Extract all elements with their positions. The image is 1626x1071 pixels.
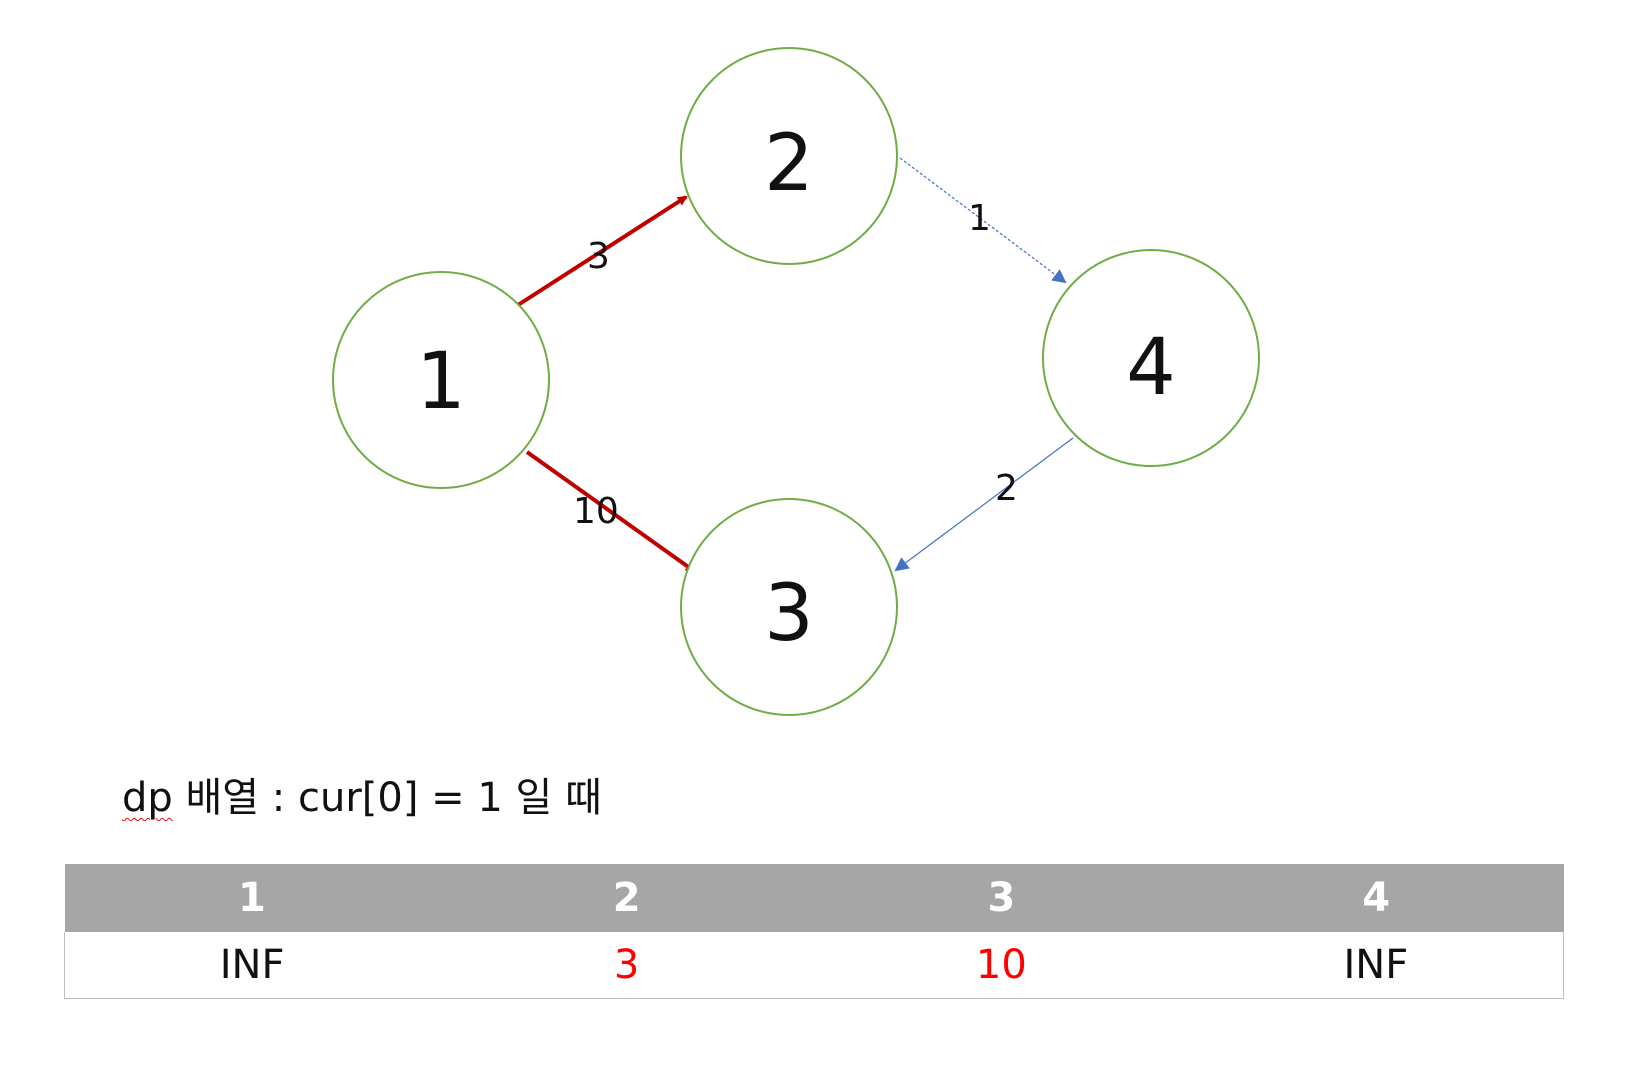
- dp-value-cell: 10: [814, 932, 1189, 999]
- caption-text: 배열 : cur[0] = 1 일 때: [172, 775, 602, 821]
- caption-dp-word: dp: [122, 775, 173, 821]
- edge-1-3: [525, 450, 696, 573]
- node-2: 2: [680, 47, 898, 265]
- edge-weight-1-2: 3: [587, 236, 610, 277]
- dp-table: 1 2 3 4 INF 3 10 INF: [64, 864, 1564, 999]
- edge-2-4: [899, 157, 1067, 284]
- node-3: 3: [680, 498, 898, 716]
- dp-header-cell: 4: [1188, 864, 1564, 932]
- dp-value-row: INF 3 10 INF: [64, 932, 1564, 999]
- node-4-label: 4: [1126, 323, 1176, 413]
- dp-header-cell: 1: [64, 864, 440, 932]
- dp-value-cell: INF: [64, 932, 440, 999]
- dp-header-cell: 2: [439, 864, 814, 932]
- dp-header-row: 1 2 3 4: [64, 864, 1564, 932]
- edge-weight-1-3: 10: [573, 491, 619, 532]
- node-3-label: 3: [764, 569, 814, 659]
- node-1: 1: [332, 271, 550, 489]
- dp-caption: dp 배열 : cur[0] = 1 일 때: [122, 778, 602, 818]
- edge-weight-4-3: 2: [995, 468, 1018, 509]
- node-4: 4: [1042, 249, 1260, 467]
- edge-weight-2-4: 1: [968, 198, 991, 239]
- dp-header-cell: 3: [814, 864, 1189, 932]
- dp-value-cell: 3: [439, 932, 814, 999]
- graph-diagram: 3 10 1 2 1 2 3 4: [332, 47, 1260, 716]
- edge-4-3: [894, 437, 1074, 572]
- node-2-label: 2: [764, 119, 814, 209]
- dp-value-cell: INF: [1188, 932, 1564, 999]
- edge-1-2: [516, 195, 688, 307]
- node-1-label: 1: [416, 337, 466, 427]
